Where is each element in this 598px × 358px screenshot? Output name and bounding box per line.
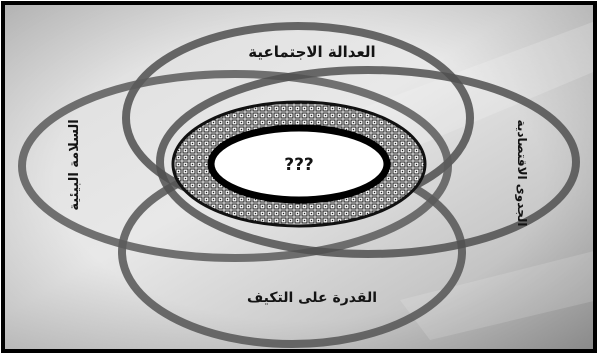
center-question-label: ??? — [284, 155, 314, 175]
label-adaptability: القدرة على التكيف — [247, 290, 377, 306]
label-economic-viability: الجدوى الاقتصادية — [514, 120, 529, 227]
label-environmental-safety: السلامة البيئية — [67, 119, 82, 210]
label-social-equity: العدالة الاجتماعية — [248, 43, 375, 61]
